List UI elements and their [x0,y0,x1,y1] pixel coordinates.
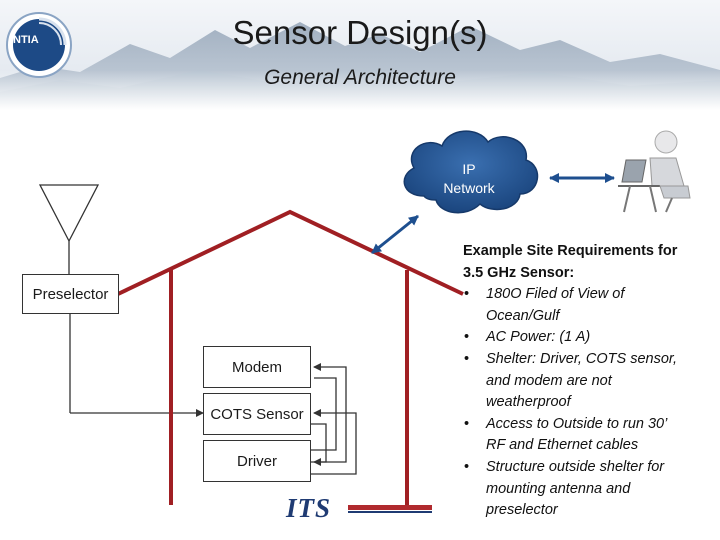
requirement-line-text: Driver, COTS sensor, [540,350,677,367]
requirement-item: • Shelter: Driver, COTS sensor, and mode… [463,349,717,414]
cots-sensor-box: COTS Sensor [203,393,311,435]
requirements-heading-line1: Example Site Requirements for [463,243,678,259]
requirement-item: • Structure outside shelter for mounting… [463,457,717,522]
slide-title: Sensor Design(s) [232,14,488,51]
requirements-list: • 180O Filed of View of Ocean/Gulf • AC … [463,284,717,522]
ntia-logo-text: NTIA [13,34,39,46]
requirement-item: • 180O Filed of View of Ocean/Gulf [463,284,717,327]
internal-wiring [311,363,357,475]
antenna-icon [38,184,100,274]
requirement-prefix: Shelter: [486,350,540,367]
its-logo-stripes [348,505,432,513]
user-laptop-icon [618,130,691,213]
requirement-line: Structure outside shelter for [486,458,665,475]
requirement-line: Access to Outside to run 30’ [486,415,668,432]
header-banner [0,0,720,110]
ip-network-label-line2: Network [443,180,495,196]
bullet: • [464,286,470,303]
ip-network-label: IP Network [424,160,514,198]
requirement-item: • AC Power: (1 A) [463,327,717,349]
requirement-line: RF and Ethernet cables [486,437,639,454]
requirement-line: 180O Filed of View of [486,286,625,303]
bullet: • [464,458,470,475]
requirement-line: mounting antenna and [486,480,631,497]
modem-box: Modem [203,346,311,388]
requirement-line: weatherproof [486,394,571,411]
requirement-line: AC Power: (1 A) [486,329,591,346]
bullet: • [464,350,470,367]
requirements-heading-line2: 3.5 GHz Sensor: [463,264,575,281]
ip-network-cloud [403,130,539,214]
bullet: • [464,415,470,432]
slide-subtitle: General Architecture [264,66,456,89]
requirement-line: Ocean/Gulf [486,307,560,324]
preselector-box: Preselector [22,274,119,314]
ip-network-label-line1: IP [462,161,476,177]
requirement-line: preselector [486,502,558,519]
ntia-logo [6,12,72,78]
requirement-item: • Access to Outside to run 30’ RF and Et… [463,414,717,457]
bullet: • [464,329,470,346]
its-logo: ITS [286,493,332,523]
shelter-house [117,209,464,505]
requirement-line: Shelter: Driver, COTS sensor, [486,349,717,371]
requirement-line: and modem are not [486,372,612,389]
site-requirements: Example Site Requirements for 3.5 GHz Se… [463,241,717,522]
driver-box: Driver [203,440,311,482]
network-link-arrow [371,214,419,255]
